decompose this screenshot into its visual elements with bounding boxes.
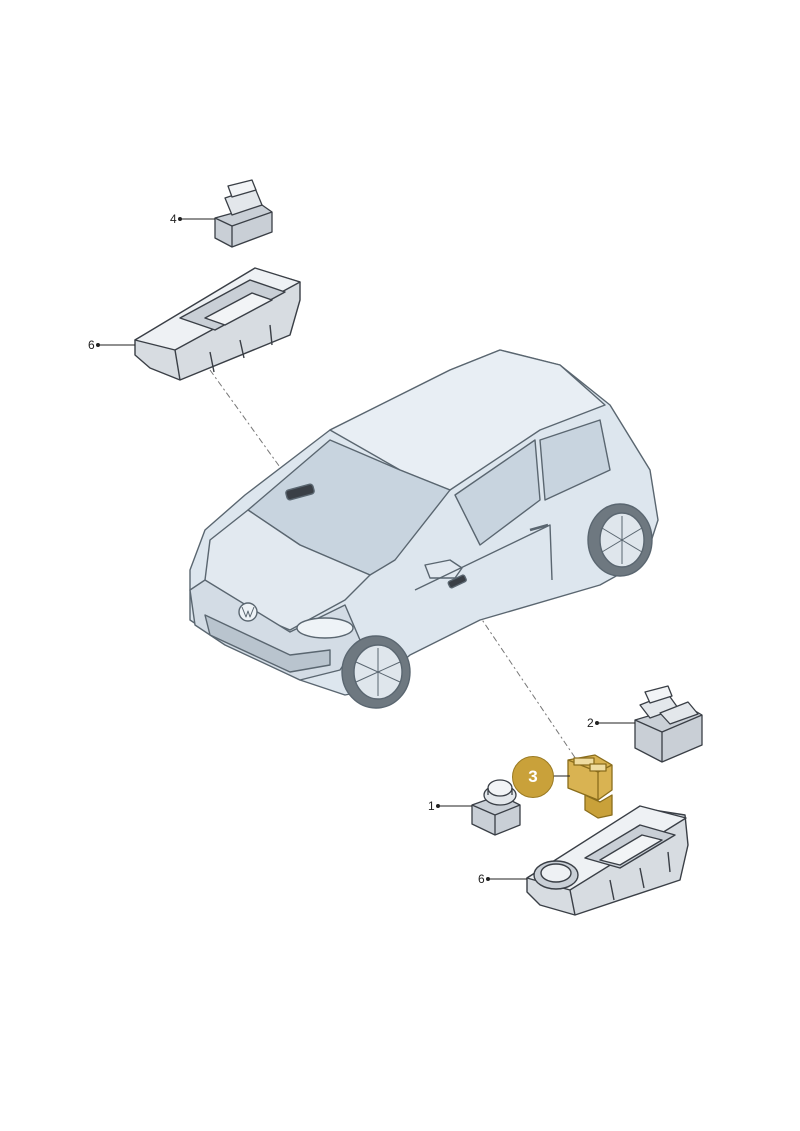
callout-label-6-bottom: 6 — [478, 872, 485, 886]
callout-label-6-top: 6 — [88, 338, 95, 352]
part-6-switch-bezel-top[interactable] — [134, 267, 301, 381]
car-illustration — [189, 349, 659, 709]
part-4-window-switch[interactable] — [214, 179, 273, 248]
callout-label-1: 1 — [428, 799, 435, 813]
part-1-mirror-switch[interactable] — [471, 779, 521, 836]
callout-label-4: 4 — [170, 212, 177, 226]
part-6-switch-bezel-bottom[interactable] — [526, 805, 689, 916]
part-3-window-switch-highlighted[interactable] — [567, 754, 613, 819]
part-2-window-switch-double[interactable] — [634, 685, 703, 763]
callout-badge-3[interactable]: 3 — [512, 756, 554, 798]
callout-label-2: 2 — [587, 716, 594, 730]
callout-ticks — [96, 217, 635, 881]
